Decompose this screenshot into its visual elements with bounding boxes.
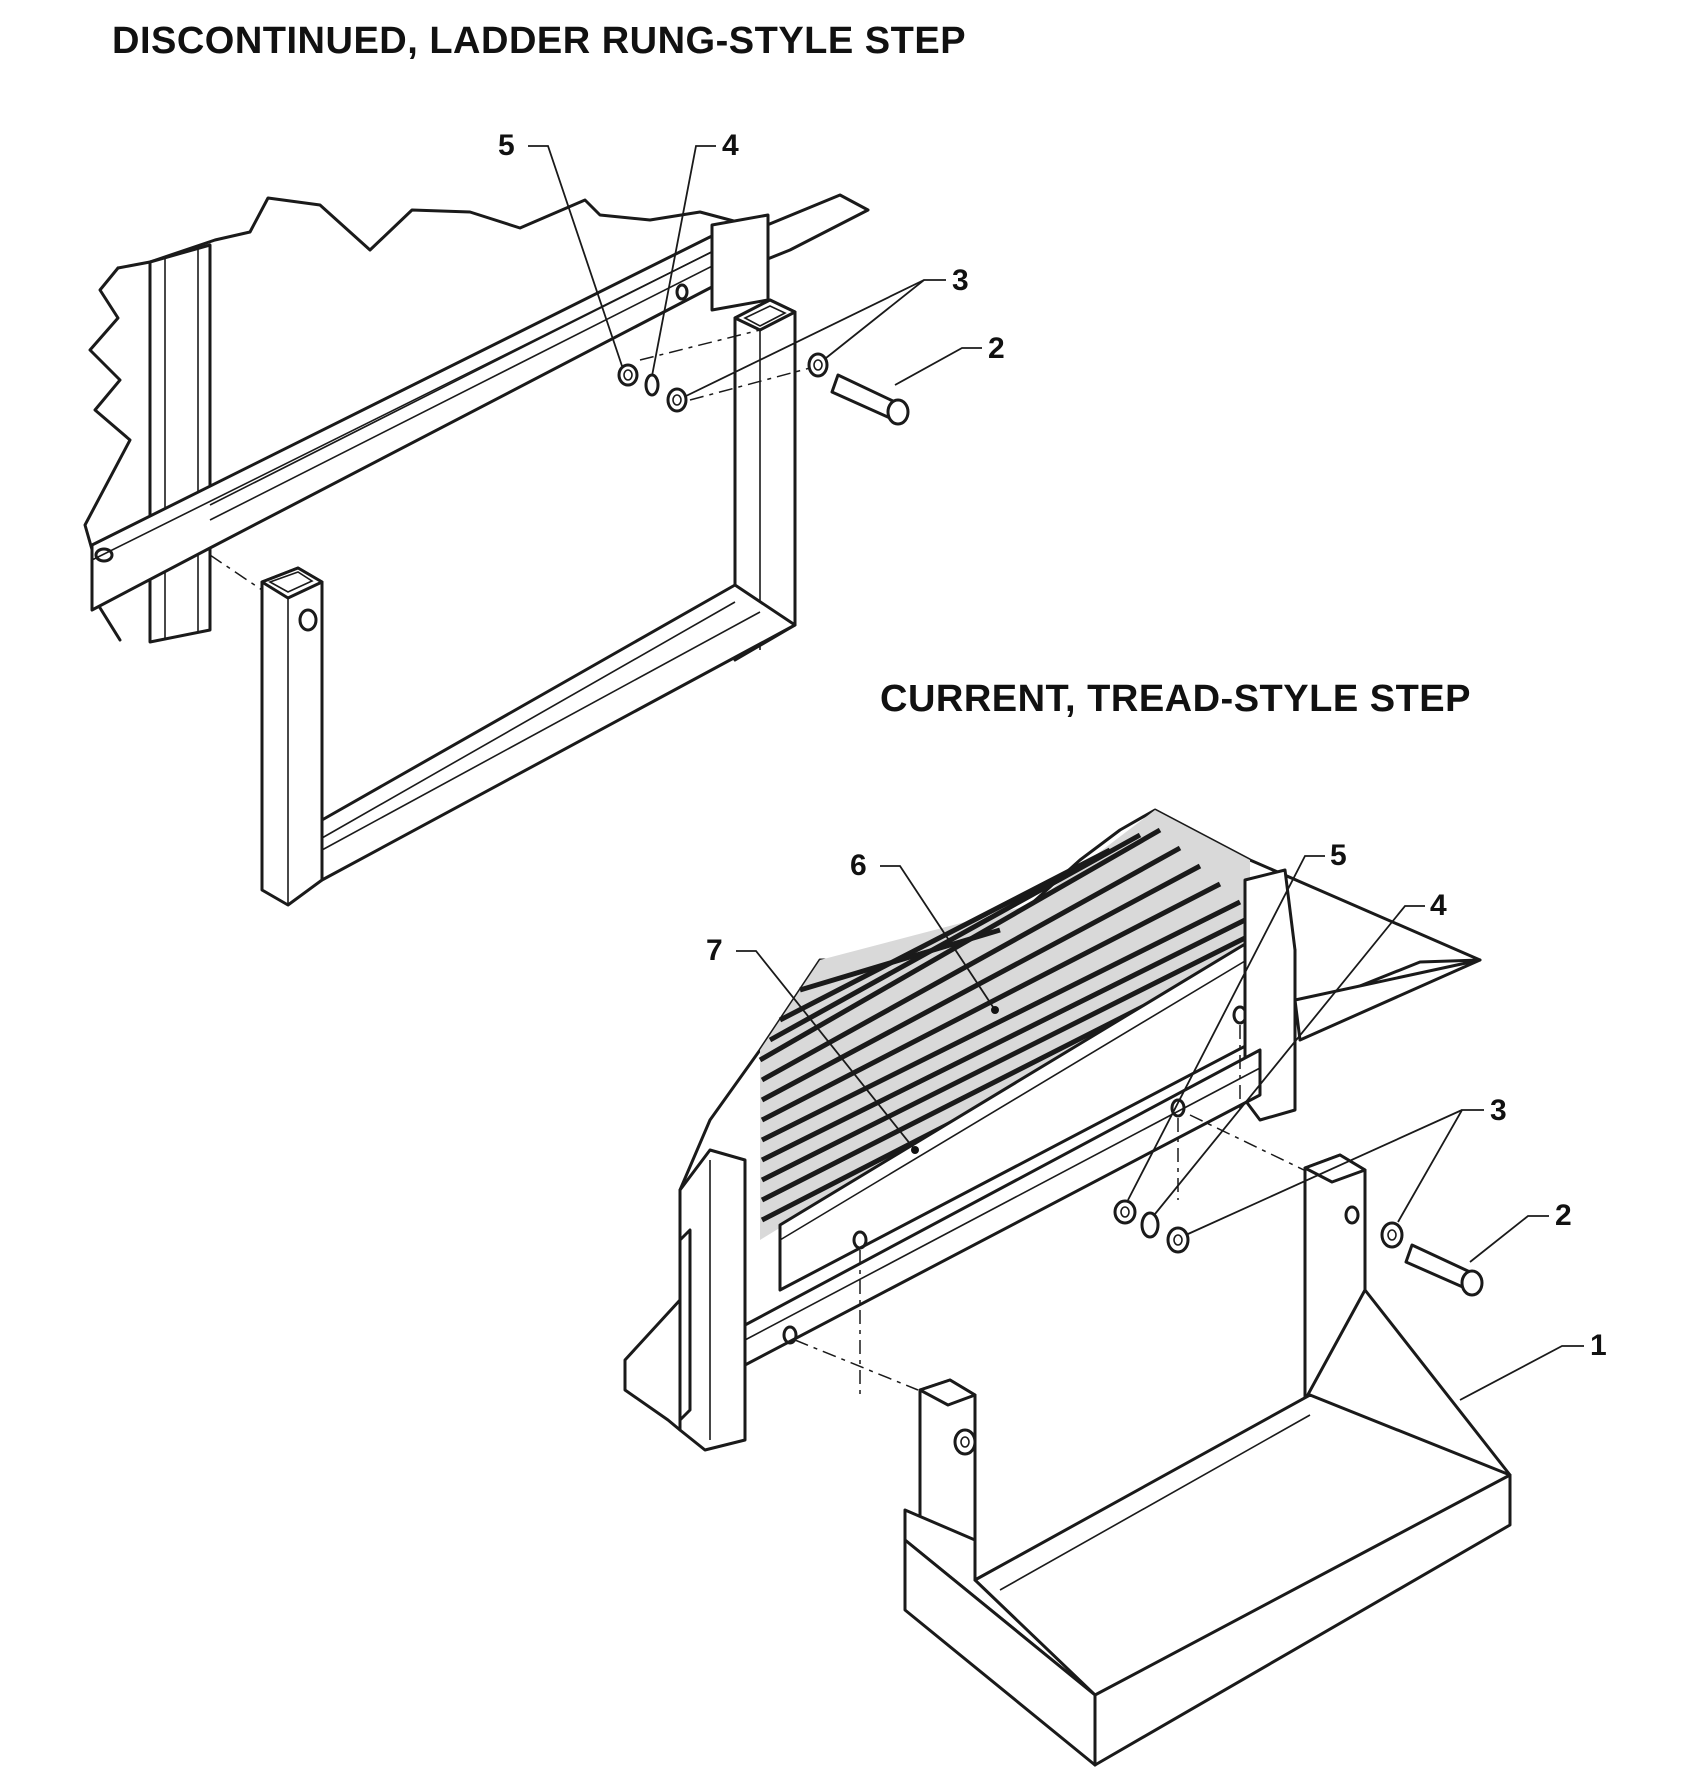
left-frame-upright — [148, 243, 212, 644]
callout-4-current: 4 — [1154, 889, 1447, 1215]
svg-text:5: 5 — [498, 129, 515, 162]
nut-5-current — [1113, 1199, 1137, 1225]
svg-text:4: 4 — [1430, 889, 1447, 922]
bolt-2 — [830, 373, 910, 426]
lock-washer-4 — [644, 373, 660, 397]
frame-breakline-upper — [116, 193, 870, 270]
flat-washer-3a — [666, 387, 688, 413]
tread-surface — [758, 810, 1250, 1240]
callout-3-discontinued: 3 — [685, 264, 969, 397]
discontinued-step-title: DISCONTINUED, LADDER RUNG-STYLE STEP — [112, 20, 967, 62]
callout-1-current: 1 — [1459, 1329, 1607, 1401]
svg-text:2: 2 — [1555, 1199, 1572, 1232]
current-step-title: CURRENT, TREAD-STYLE STEP — [880, 678, 1471, 720]
callout-2-discontinued: 2 — [894, 332, 1005, 386]
callout-7-current: 7 — [706, 934, 919, 1154]
svg-text:4: 4 — [722, 129, 739, 162]
svg-text:3: 3 — [1490, 1094, 1507, 1127]
svg-text:2: 2 — [988, 332, 1005, 365]
rung-left-leg — [260, 566, 324, 907]
lock-washer-4-current — [1140, 1211, 1160, 1239]
rung-bar — [320, 583, 797, 882]
callout-3-current: 3 — [1187, 1094, 1507, 1235]
bolt-2-current — [1404, 1243, 1484, 1297]
callout-4-discontinued: 4 — [651, 129, 739, 377]
flat-washer-3a-current — [1166, 1226, 1190, 1254]
nut-5 — [617, 363, 639, 387]
callout-5-discontinued: 5 — [498, 129, 623, 367]
flat-washer-3b — [807, 352, 829, 378]
callout-2-current: 2 — [1469, 1199, 1572, 1263]
callout-5-current: 5 — [1127, 839, 1347, 1201]
current-assembly: 6 5 4 7 3 2 1 — [623, 808, 1607, 1767]
svg-text:6: 6 — [850, 849, 867, 882]
svg-text:3: 3 — [952, 264, 969, 297]
svg-text:1: 1 — [1590, 1329, 1607, 1362]
flat-washer-3b-current — [1380, 1221, 1404, 1249]
callout-6-current: 6 — [850, 849, 999, 1014]
svg-text:5: 5 — [1330, 839, 1347, 872]
discontinued-assembly: 5 4 3 2 — [83, 129, 1005, 907]
right-frame-upright — [710, 213, 770, 312]
svg-text:7: 7 — [706, 934, 723, 967]
